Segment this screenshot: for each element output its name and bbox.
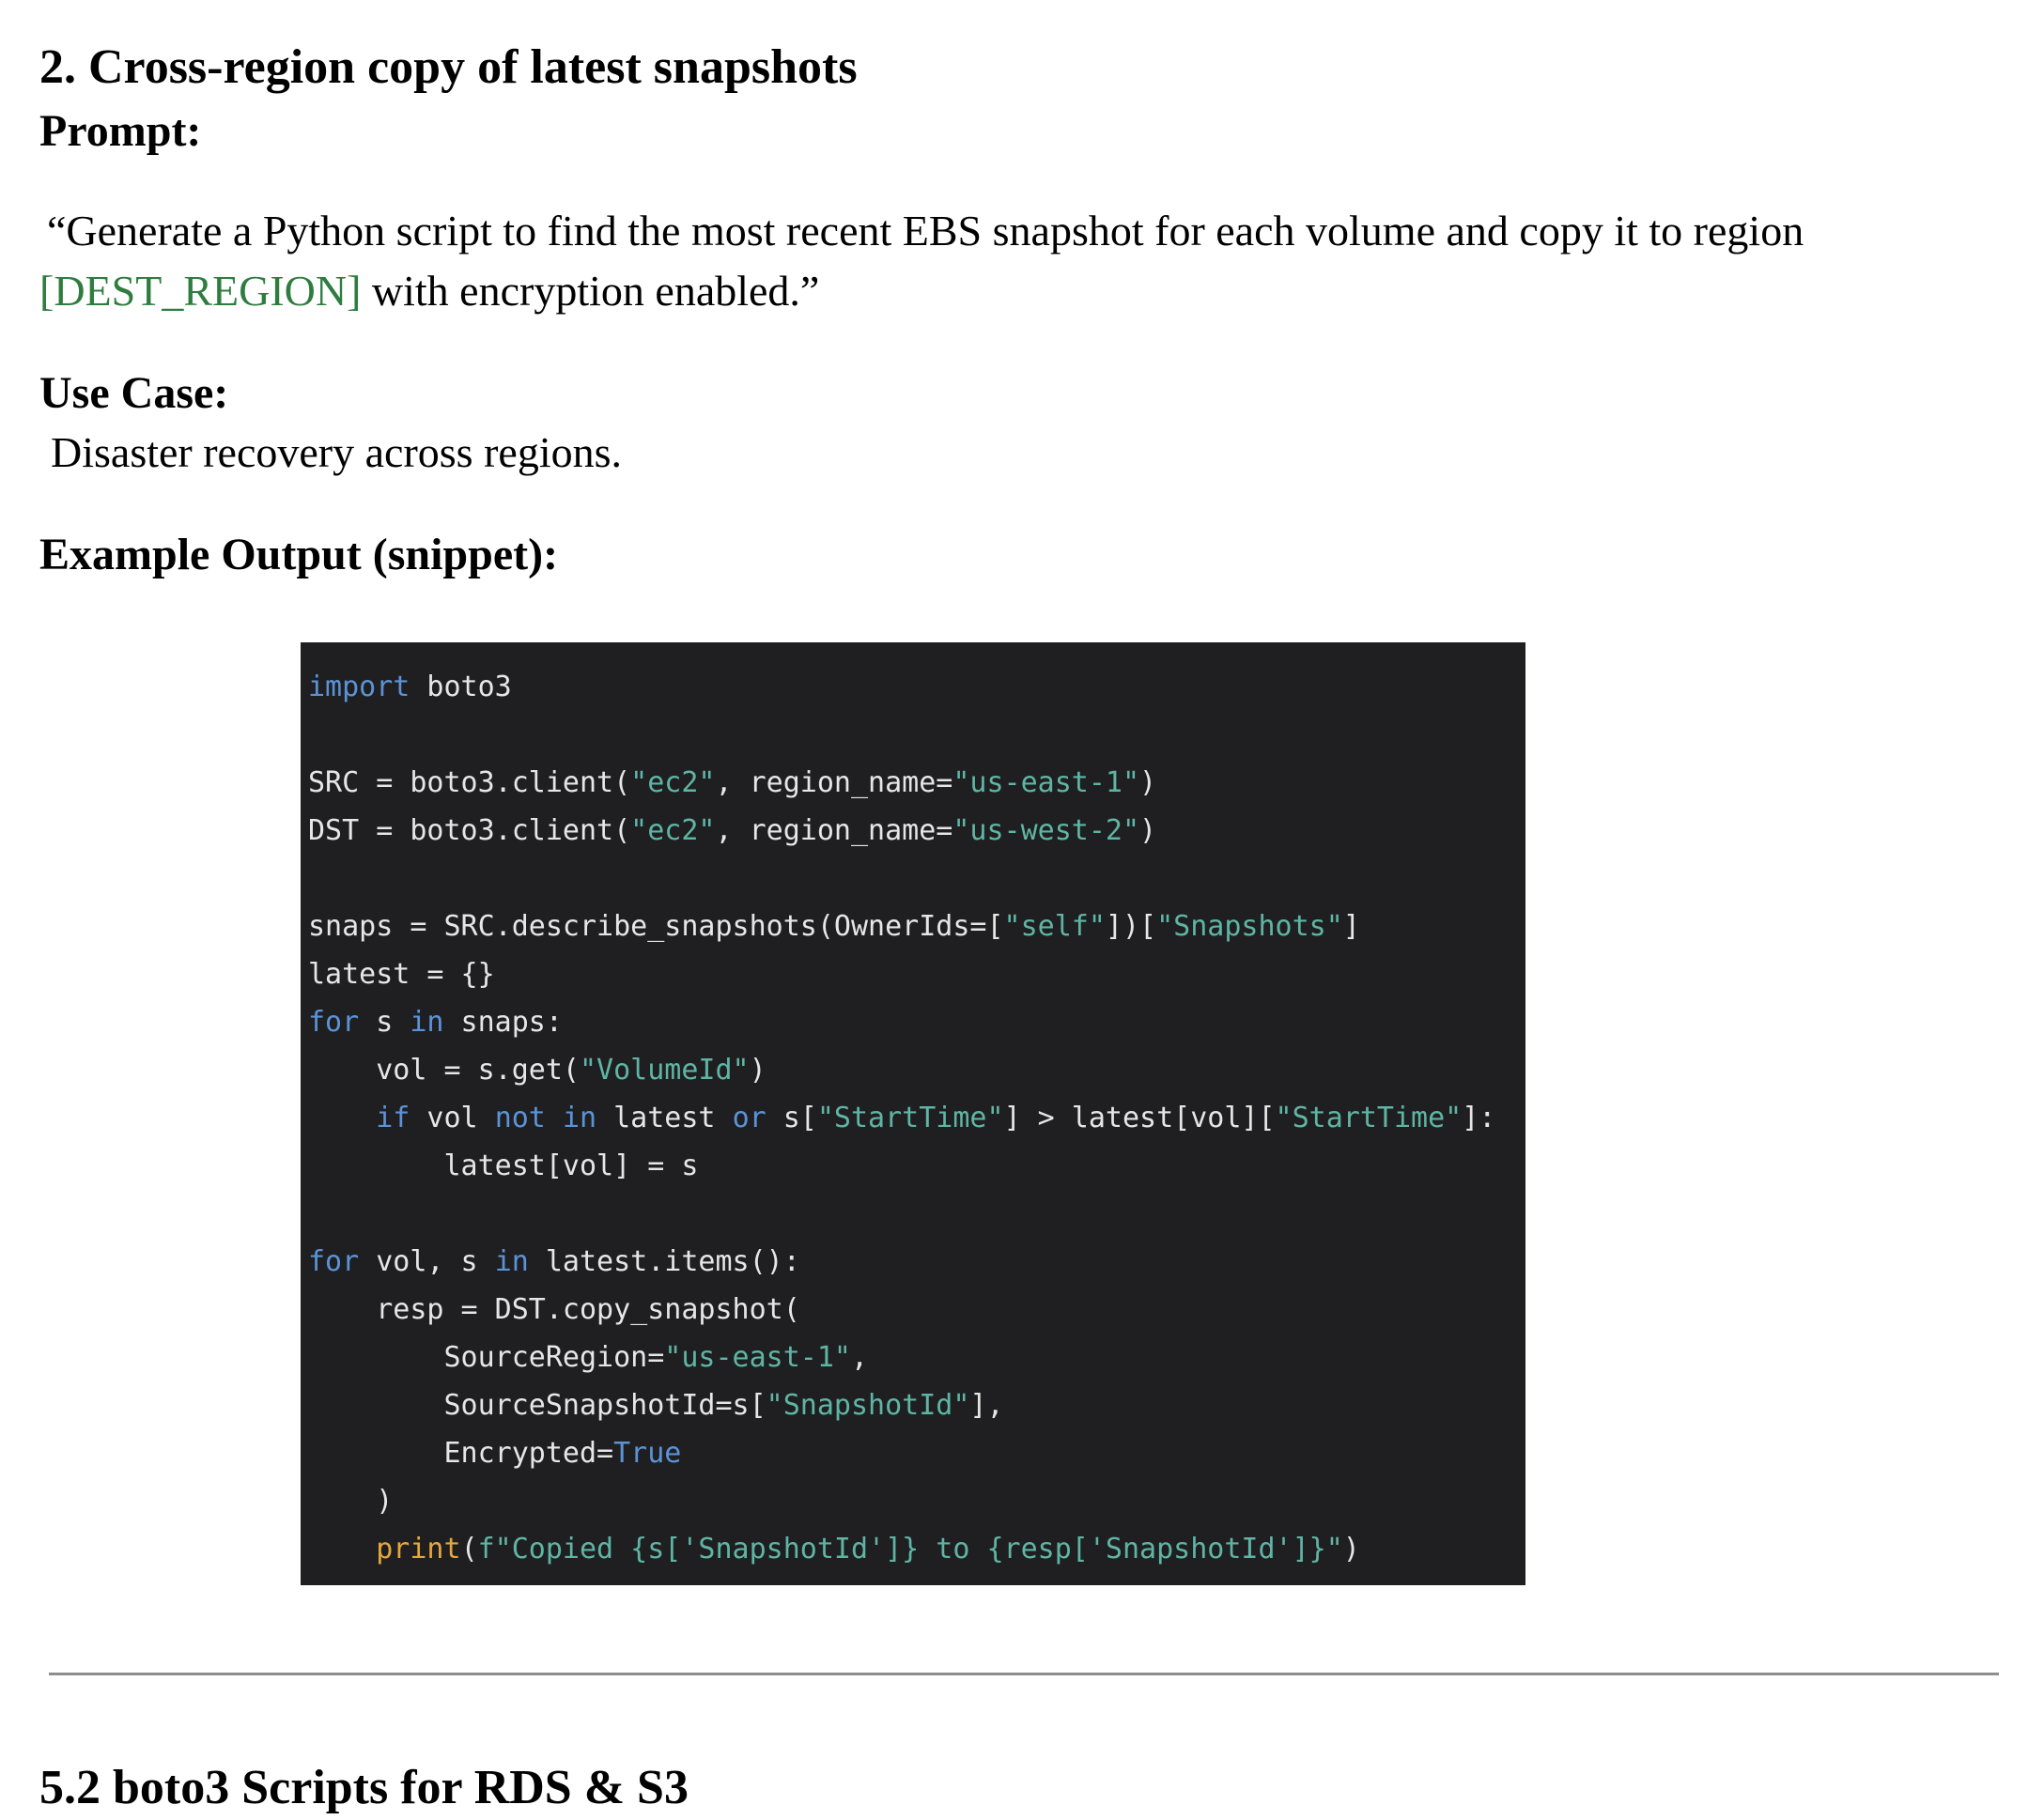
code-token: DST = boto3.client( — [308, 814, 631, 847]
code-text: import boto3 SRC = boto3.client("ec2", r… — [308, 663, 1495, 1573]
code-line: SourceSnapshotId=s["SnapshotId"], — [308, 1381, 1495, 1429]
code-token: SRC = boto3.client( — [308, 766, 631, 799]
code-token: ] — [1342, 910, 1360, 943]
code-token: ])[ — [1105, 910, 1157, 943]
code-token: "us-east-1" — [952, 766, 1140, 799]
code-token: True — [613, 1437, 682, 1470]
code-token: for — [308, 1006, 360, 1039]
code-token: snaps = SRC.describe_snapshots(OwnerIds=… — [308, 910, 1004, 943]
code-line: DST = boto3.client("ec2", region_name="u… — [308, 807, 1495, 855]
code-token: , region_name= — [715, 814, 953, 847]
dest-region-placeholder: [DEST_REGION] — [39, 267, 362, 315]
code-token: ]: — [1462, 1102, 1496, 1134]
code-token — [308, 1533, 376, 1566]
code-token: "VolumeId" — [579, 1054, 750, 1087]
code-block: import boto3 SRC = boto3.client("ec2", r… — [301, 642, 1525, 1585]
code-token: in — [494, 1245, 529, 1278]
code-token: boto3 — [410, 671, 512, 703]
example-output-label: Example Output (snippet): — [39, 530, 559, 579]
code-token — [308, 1102, 376, 1134]
code-line: if vol not in latest or s["StartTime"] >… — [308, 1094, 1495, 1142]
code-token: f"Copied {s['SnapshotId']} to {resp['Sna… — [477, 1533, 1343, 1566]
code-token: ) — [749, 1054, 766, 1087]
code-token: "StartTime" — [1275, 1102, 1463, 1134]
section-divider — [49, 1673, 1999, 1675]
code-token: for — [308, 1245, 360, 1278]
code-token: "us-east-1" — [664, 1341, 851, 1374]
code-line: latest[vol] = s — [308, 1142, 1495, 1190]
code-token: latest — [596, 1102, 733, 1134]
code-token: SourceRegion= — [308, 1341, 665, 1374]
prompt-text-line1: “Generate a Python script to find the mo… — [47, 207, 1804, 254]
code-token: vol — [410, 1102, 495, 1134]
code-token: snaps: — [443, 1006, 563, 1039]
document-page: 2. Cross-region copy of latest snapshots… — [39, 40, 1999, 1814]
code-token: "us-west-2" — [952, 814, 1140, 847]
code-line: print(f"Copied {s['SnapshotId']} to {res… — [308, 1525, 1495, 1573]
code-token: s[ — [766, 1102, 817, 1134]
code-token: ) — [1139, 766, 1157, 799]
code-token: import — [308, 671, 410, 703]
code-token: ) — [1342, 1533, 1360, 1566]
code-token: , — [850, 1341, 869, 1374]
code-token: vol, s — [359, 1245, 495, 1278]
next-section-heading: 5.2 boto3 Scripts for RDS & S3 — [39, 1761, 689, 1814]
prompt-text-line2-rest: with encryption enabled.” — [361, 267, 820, 315]
code-line: resp = DST.copy_snapshot( — [308, 1286, 1495, 1334]
code-token: ( — [460, 1533, 478, 1566]
code-token: in — [410, 1006, 444, 1039]
code-line: snaps = SRC.describe_snapshots(OwnerIds=… — [308, 902, 1495, 950]
prompt-text-line2: [DEST_REGION] with encryption enabled.” — [39, 261, 819, 321]
code-token: ] > latest[vol][ — [1003, 1102, 1276, 1134]
code-token — [546, 1102, 563, 1134]
usecase-text: Disaster recovery across regions. — [51, 428, 622, 476]
code-line: SourceRegion="us-east-1", — [308, 1334, 1495, 1381]
usecase-label: Use Case: — [39, 368, 229, 418]
code-token: Encrypted= — [308, 1437, 614, 1470]
code-token: if — [376, 1102, 410, 1134]
code-token: latest = {} — [308, 958, 495, 991]
code-token: "ec2" — [630, 766, 716, 799]
code-token: ], — [969, 1389, 1004, 1422]
code-line: vol = s.get("VolumeId") — [308, 1046, 1495, 1094]
code-token: "SnapshotId" — [766, 1389, 970, 1422]
code-token: s — [359, 1006, 410, 1039]
code-line: ) — [308, 1477, 1495, 1525]
code-line — [308, 1190, 1495, 1238]
section-heading: 2. Cross-region copy of latest snapshots — [39, 40, 858, 94]
code-token: print — [376, 1533, 461, 1566]
code-token: "self" — [1003, 910, 1106, 943]
code-line: for vol, s in latest.items(): — [308, 1238, 1495, 1286]
code-line: for s in snaps: — [308, 998, 1495, 1046]
code-token: not — [494, 1102, 546, 1134]
code-token: latest.items(): — [528, 1245, 800, 1278]
code-token: ) — [1139, 814, 1157, 847]
code-token: "Snapshots" — [1156, 910, 1343, 943]
code-line: Encrypted=True — [308, 1429, 1495, 1477]
code-token: latest[vol] = s — [308, 1149, 699, 1182]
code-line: SRC = boto3.client("ec2", region_name="u… — [308, 759, 1495, 807]
code-line: import boto3 — [308, 663, 1495, 711]
code-token: "ec2" — [630, 814, 716, 847]
code-line: latest = {} — [308, 950, 1495, 998]
code-token: "StartTime" — [816, 1102, 1004, 1134]
code-token: SourceSnapshotId=s[ — [308, 1389, 766, 1422]
prompt-label: Prompt: — [39, 106, 202, 156]
code-line — [308, 711, 1495, 759]
code-token: resp = DST.copy_snapshot( — [308, 1293, 800, 1326]
code-token: in — [562, 1102, 597, 1134]
code-token: or — [732, 1102, 766, 1134]
code-token: , region_name= — [715, 766, 953, 799]
code-token: ) — [308, 1485, 394, 1518]
code-token: vol = s.get( — [308, 1054, 580, 1087]
code-line — [308, 855, 1495, 902]
